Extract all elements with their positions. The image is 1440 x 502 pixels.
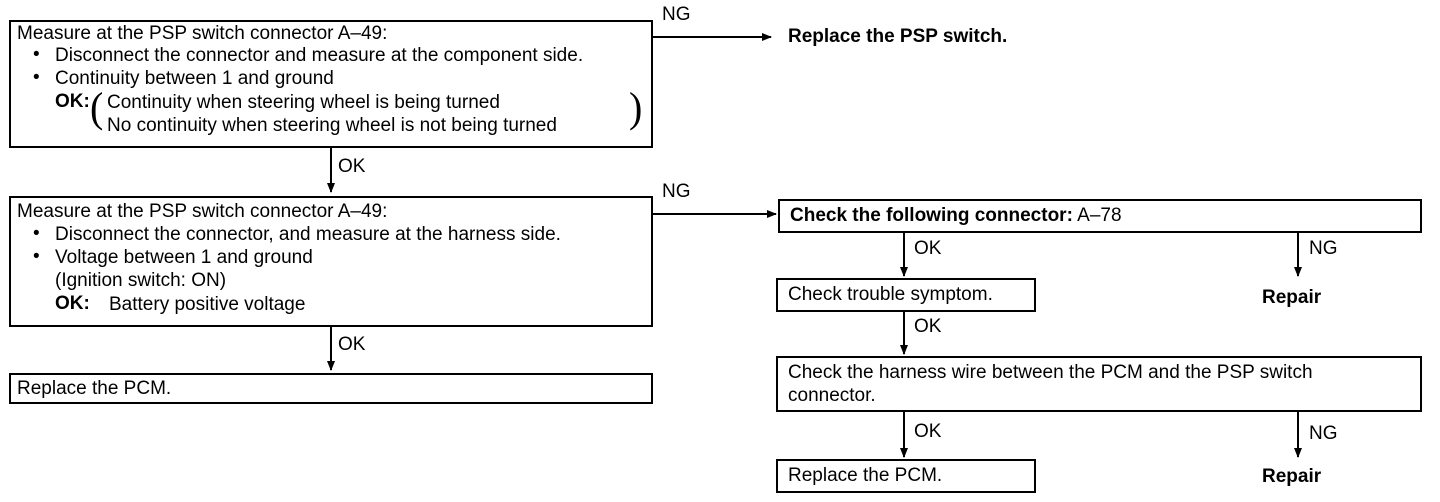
ok-label-3: OK bbox=[914, 238, 942, 259]
step1-title: Measure at the PSP switch connector A–49… bbox=[17, 23, 388, 44]
left-paren: ( bbox=[90, 83, 104, 132]
bullet-icon: • bbox=[33, 67, 40, 88]
step2-bullet2: Voltage between 1 and ground bbox=[55, 247, 313, 268]
check-harness-line1: Check the harness wire between the PCM a… bbox=[788, 362, 1313, 383]
ok-label-2: OK bbox=[338, 334, 366, 355]
ng-label-2: NG bbox=[662, 181, 691, 202]
step1-bullet1: Disconnect the connector and measure at … bbox=[55, 45, 584, 66]
step2-ok-label: OK: bbox=[55, 293, 90, 314]
replace-psp-switch: Replace the PSP switch. bbox=[788, 26, 1008, 47]
replace-pcm-box-right: Replace the PCM. bbox=[776, 459, 1036, 493]
step2-box: Measure at the PSP switch connector A–49… bbox=[9, 196, 653, 327]
replace-pcm-text-left: Replace the PCM. bbox=[17, 378, 172, 399]
ok-label-1: OK bbox=[338, 156, 366, 177]
step1-ok-line2: No continuity when steering wheel is not… bbox=[107, 115, 557, 136]
replace-pcm-text-right: Replace the PCM. bbox=[788, 465, 943, 486]
ok-label-4: OK bbox=[914, 316, 942, 337]
step2-bullet2-sub: (Ignition switch: ON) bbox=[55, 270, 227, 291]
check-connector-text: Check the following connector: A–78 bbox=[790, 206, 1122, 226]
step1-ok-line1: Continuity when steering wheel is being … bbox=[107, 92, 500, 113]
step2-ok-text: Battery positive voltage bbox=[109, 294, 306, 315]
repair-label-1: Repair bbox=[1262, 287, 1322, 308]
bullet-icon: • bbox=[33, 223, 40, 244]
replace-pcm-box-left: Replace the PCM. bbox=[9, 373, 653, 404]
bullet-icon: • bbox=[33, 246, 40, 267]
ok-label-5: OK bbox=[914, 421, 942, 442]
connector-id: A–78 bbox=[1077, 205, 1122, 226]
step2-bullet1: Disconnect the connector, and measure at… bbox=[55, 224, 561, 245]
check-connector-bold: Check the following connector: bbox=[790, 205, 1073, 226]
repair-label-2: Repair bbox=[1262, 466, 1322, 487]
step1-box: Measure at the PSP switch connector A–49… bbox=[9, 20, 653, 148]
step1-ok-label: OK: bbox=[55, 91, 90, 112]
right-paren: ) bbox=[629, 83, 643, 132]
check-trouble-text: Check trouble symptom. bbox=[788, 284, 993, 305]
step1-bullet2: Continuity between 1 and ground bbox=[55, 68, 334, 89]
step2-title: Measure at the PSP switch connector A–49… bbox=[17, 201, 388, 222]
check-harness-box: Check the harness wire between the PCM a… bbox=[776, 356, 1422, 412]
ng-label-1: NG bbox=[662, 4, 691, 25]
ng-label-3: NG bbox=[1309, 238, 1338, 259]
ng-label-4: NG bbox=[1309, 423, 1338, 444]
check-harness-line2: connector. bbox=[788, 385, 876, 406]
check-connector-box: Check the following connector: A–78 bbox=[778, 199, 1422, 233]
bullet-icon: • bbox=[33, 44, 40, 65]
check-trouble-box: Check trouble symptom. bbox=[776, 278, 1036, 312]
